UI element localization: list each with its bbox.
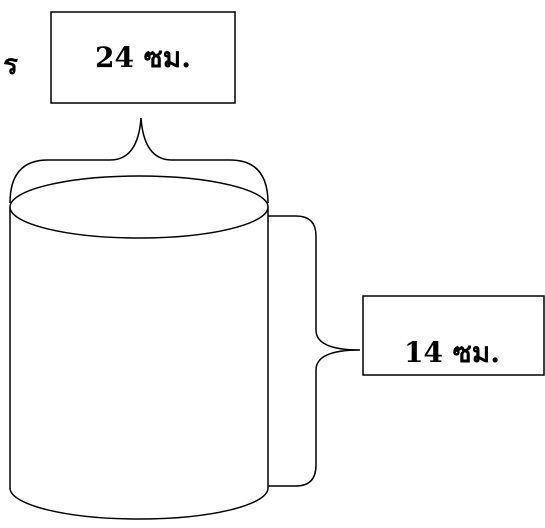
side-brace xyxy=(268,215,361,487)
top-label: 24 ซม. xyxy=(95,41,191,74)
side-label: 14 ซม. xyxy=(404,336,500,369)
cylinder-body xyxy=(9,207,269,520)
side-label-box xyxy=(362,295,545,376)
top-brace xyxy=(9,117,269,204)
fragment-text: ร xyxy=(3,48,18,81)
cylinder-top xyxy=(9,175,269,239)
top-label-box xyxy=(50,11,236,104)
